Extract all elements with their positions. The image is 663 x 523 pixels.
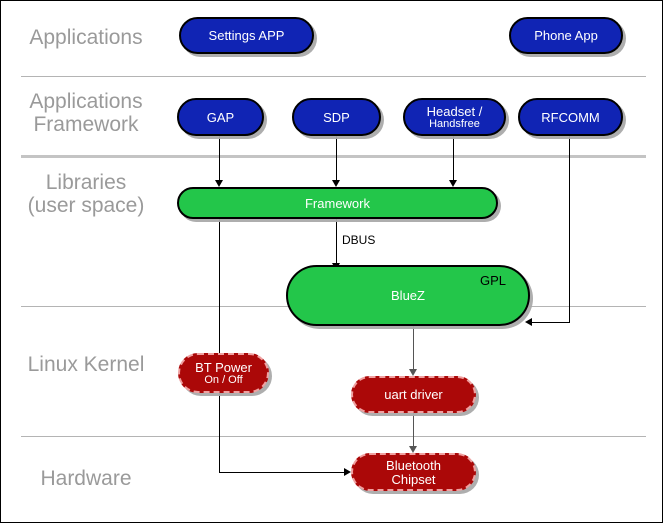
node-bluez-license-tag: GPL [479,273,506,288]
divider-applications-framework [21,155,646,158]
node-phone-app-label: Phone App [534,28,598,43]
divider-applications [21,76,646,77]
node-bluez[interactable]: GPL BlueZ [286,265,530,326]
node-rfcomm[interactable]: RFCOMM [518,98,623,136]
edge-rfcomm-to-bluez-vline [569,136,570,323]
node-sdp[interactable]: SDP [292,98,381,136]
edge-rfcomm-to-bluez-hline [532,322,570,323]
node-uart-driver-label: uart driver [384,387,443,402]
node-bluez-label: BlueZ [391,288,425,303]
edge-rfcomm-to-bluez-arrow [525,318,532,326]
edge-framework-to-chipset-arrow [344,468,351,476]
node-framework[interactable]: Framework [177,187,498,219]
node-headset-handsfree-label-line1: Headset / [426,104,483,119]
edge-bluez-to-uart-line [413,326,414,371]
layer-label-applications: Applications [29,26,143,49]
layer-label-applications-framework-line1: Applications [29,90,143,113]
node-bt-power-label-line1: BT Power [195,360,252,375]
node-bluetooth-chipset[interactable]: Bluetooth Chipset [351,453,476,491]
layer-label-applications-framework-line2: Framework [33,113,139,136]
edge-framework-to-bluez-line [336,218,337,265]
node-bluetooth-chipset-label-line1: Bluetooth [386,457,441,473]
node-gap-label: GAP [206,109,235,125]
node-sdp-label: SDP [323,109,350,125]
node-settings-app[interactable]: Settings APP [179,17,314,54]
edge-label-dbus: DBUS [342,233,376,247]
layer-label-libraries-line2: (user space) [27,194,145,217]
edge-framework-to-chipset-vline [219,218,220,473]
edge-framework-to-chipset-hline [219,472,344,473]
node-bluetooth-chipset-label-line2: Chipset [391,471,436,487]
edge-sdp-to-framework-arrow [332,180,340,187]
layer-label-libraries-line1: Libraries [45,171,127,194]
node-bt-power[interactable]: BT Power On / Off [178,353,269,393]
layer-label-applications-framework: Applications Framework [1,90,171,136]
edge-uart-to-chipset-arrow [409,446,417,453]
node-headset-handsfree-label-line2: Handsfree [429,118,480,130]
edge-bluez-to-uart-arrow [409,369,417,376]
edge-headset-to-framework-arrow [449,180,457,187]
node-gap[interactable]: GAP [177,98,264,136]
node-bt-power-label-line2: On / Off [204,374,243,386]
divider-linux-kernel [21,436,646,437]
node-headset-handsfree[interactable]: Headset / Handsfree [403,98,506,136]
layer-label-hardware: Hardware [40,467,132,490]
edge-gap-to-framework-arrow [215,180,223,187]
node-rfcomm-label: RFCOMM [541,109,600,125]
edge-sdp-to-framework-line [336,136,337,181]
edge-gap-to-framework-line [219,136,220,181]
node-framework-label: Framework [304,195,370,211]
edge-headset-to-framework-line [453,136,454,181]
edge-uart-to-chipset-line [413,413,414,450]
layer-label-linux-kernel: Linux Kernel [27,353,145,376]
node-phone-app[interactable]: Phone App [509,17,623,54]
node-uart-driver[interactable]: uart driver [351,376,476,413]
node-settings-app-label: Settings APP [208,28,285,43]
layer-label-libraries: Libraries (user space) [1,171,171,217]
